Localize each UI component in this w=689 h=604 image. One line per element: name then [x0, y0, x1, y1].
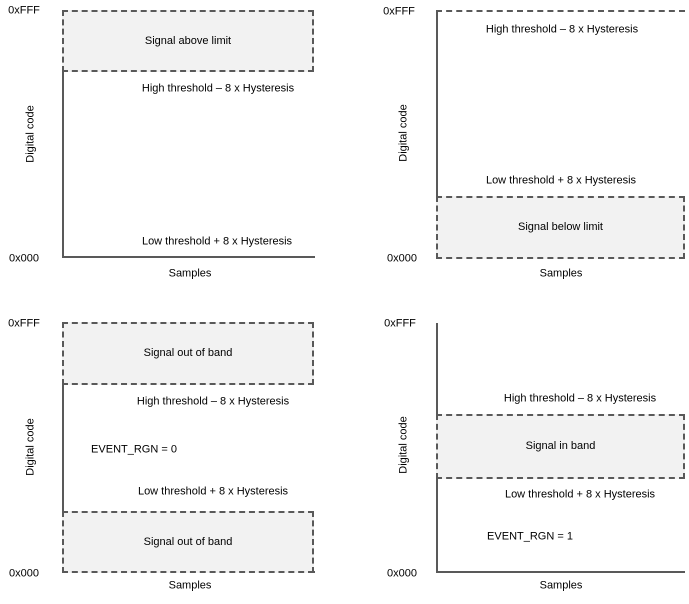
y-min-tick-label: 0x000	[9, 567, 39, 580]
low-threshold-label: Low threshold + 8 x Hysteresis	[485, 174, 637, 187]
event-rgn-label: EVENT_RGN = 1	[487, 530, 573, 543]
x-axis-line	[62, 256, 315, 258]
high-threshold-label: High threshold – 8 x Hysteresis	[503, 392, 657, 405]
event-rgn-label: EVENT_RGN = 0	[91, 443, 177, 456]
y-axis-title: Digital code	[24, 105, 37, 163]
y-axis-line	[62, 323, 64, 573]
y-min-tick-label: 0x000	[387, 252, 417, 265]
y-min-tick-label: 0x000	[387, 567, 417, 580]
region-label: Signal in band	[525, 440, 596, 452]
x-axis-title: Samples	[539, 267, 583, 280]
region-label: Signal below limit	[518, 221, 603, 233]
x-axis-title: Samples	[539, 579, 583, 592]
low-threshold-label: Low threshold + 8 x Hysteresis	[141, 235, 293, 248]
y-axis-title: Digital code	[397, 104, 410, 162]
signal-below-limit-region: Signal below limit	[436, 196, 685, 259]
y-min-tick-label: 0x000	[9, 252, 39, 265]
signal-in-band-region: Signal in band	[436, 414, 685, 479]
y-axis-title: Digital code	[397, 416, 410, 474]
region-label: Signal out of band	[143, 347, 233, 359]
y-axis-line	[436, 11, 438, 258]
low-threshold-label: Low threshold + 8 x Hysteresis	[137, 485, 289, 498]
x-axis-line	[436, 571, 685, 573]
low-threshold-label: Low threshold + 8 x Hysteresis	[504, 488, 656, 501]
x-axis-title: Samples	[168, 267, 212, 280]
high-threshold-label: High threshold – 8 x Hysteresis	[136, 395, 290, 408]
y-axis-title: Digital code	[24, 418, 37, 476]
region-label: Signal out of band	[143, 535, 233, 548]
high-threshold-label: High threshold – 8 x Hysteresis	[141, 82, 295, 95]
y-max-tick-label: 0xFFF	[383, 5, 415, 18]
y-max-tick-label: 0xFFF	[384, 317, 416, 330]
high-threshold-label: High threshold – 8 x Hysteresis	[485, 23, 639, 36]
signal-out-of-band-bottom-region: Signal out of band	[62, 511, 314, 573]
signal-out-of-band-top-region: Signal out of band	[62, 322, 314, 385]
y-max-tick-label: 0xFFF	[8, 4, 40, 17]
y-axis-line	[62, 11, 64, 258]
full-scale-dashed-line	[436, 10, 685, 12]
signal-above-limit-region: Signal above limit	[62, 10, 314, 72]
y-max-tick-label: 0xFFF	[8, 317, 40, 330]
x-axis-title: Samples	[168, 579, 212, 592]
region-label: Signal above limit	[144, 34, 232, 47]
